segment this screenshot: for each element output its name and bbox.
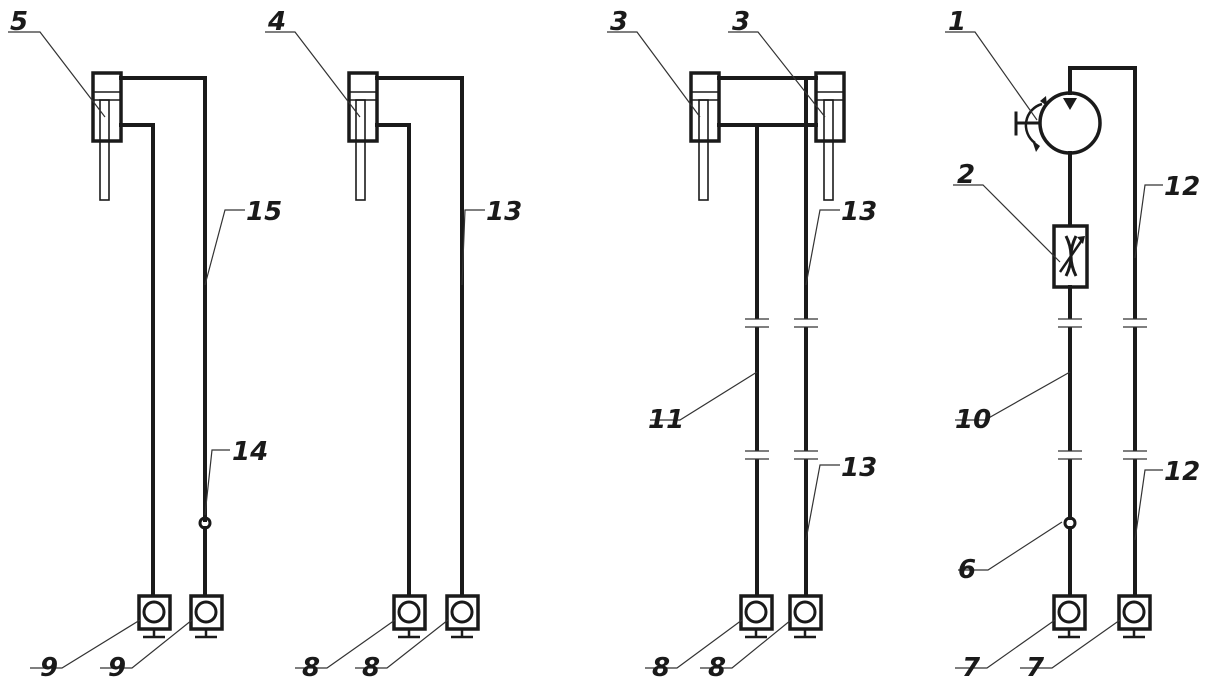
- label-6: 6: [958, 555, 976, 585]
- quick-coupling-8b: [445, 594, 480, 639]
- hydraulic-cylinder-4: [347, 71, 379, 201]
- label-8-g3-right: 8: [708, 653, 726, 680]
- circuit-cylinder-5: [91, 71, 224, 639]
- pipe-12: [1068, 66, 1137, 600]
- pipe-8-g2: [375, 123, 411, 600]
- label-12-upper: 12: [1164, 172, 1200, 202]
- quick-coupling-8a: [392, 594, 427, 639]
- label-5: 5: [10, 7, 28, 37]
- quick-coupling-8c: [739, 594, 774, 639]
- pipe-joints-g3: [745, 318, 818, 460]
- pipe-9-left: [119, 123, 155, 600]
- pipe-joints-g4: [1058, 318, 1147, 460]
- quick-coupling-9b: [189, 594, 224, 639]
- circuit-motor-1: [1014, 66, 1152, 639]
- label-3-right: 3: [732, 7, 750, 37]
- label-4: 4: [267, 7, 286, 37]
- callout-labels: 5 4 3 3 1 2 15 13 13 12 11 10 13 12 14 6…: [10, 7, 1200, 680]
- quick-coupling-8d: [788, 594, 823, 639]
- quick-coupling-9a: [137, 594, 172, 639]
- label-15: 15: [246, 197, 282, 227]
- label-9-right: 9: [108, 653, 126, 680]
- label-8-g2-left: 8: [302, 653, 320, 680]
- leader-lines: [8, 31, 1163, 669]
- label-14: 14: [232, 437, 268, 467]
- throttle-valve-2: [1052, 224, 1089, 289]
- hydraulic-cylinder-3-left: [689, 71, 721, 201]
- pipe-13-g2: [375, 76, 464, 600]
- circuit-cylinder-4: [347, 71, 480, 639]
- hydraulic-cylinder-3-right: [814, 71, 846, 201]
- label-13-g2: 13: [486, 197, 522, 227]
- label-1: 1: [948, 7, 966, 37]
- label-12-lower: 12: [1164, 457, 1200, 487]
- label-3-left: 3: [610, 7, 628, 37]
- label-2: 2: [957, 160, 975, 190]
- label-13-g3-lower: 13: [841, 453, 877, 483]
- pipe-15-upper: [119, 76, 207, 522]
- label-9-left: 9: [40, 653, 58, 680]
- label-7-left: 7: [962, 653, 981, 680]
- label-7-right: 7: [1026, 653, 1045, 680]
- label-8-g3-left: 8: [652, 653, 670, 680]
- label-10: 10: [955, 405, 991, 435]
- hydraulic-motor-1: [1014, 91, 1102, 155]
- circuit-cylinders-3: [689, 71, 846, 639]
- label-13-g3-upper: 13: [841, 197, 877, 227]
- label-11: 11: [648, 405, 684, 435]
- quick-coupling-7a: [1052, 594, 1087, 639]
- hydraulic-cylinder-5: [91, 71, 123, 201]
- quick-coupling-7b: [1117, 594, 1152, 639]
- label-8-g2-right: 8: [362, 653, 380, 680]
